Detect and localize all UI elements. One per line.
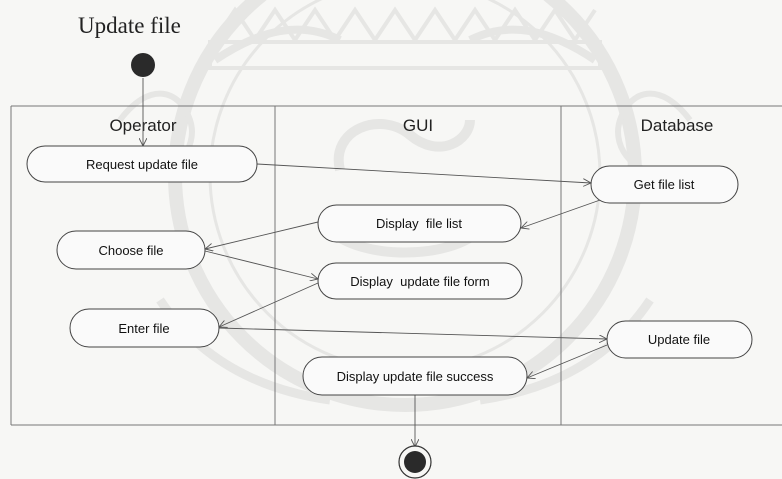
activity-label: Get file list xyxy=(634,177,695,192)
flow-display-list-to-choose xyxy=(205,221,319,249)
activity-label: Choose file xyxy=(98,243,163,258)
activity-choose-file: Choose file xyxy=(56,230,206,270)
flow-display-form-to-enter xyxy=(219,282,319,327)
activity-request-update-file: Request update file xyxy=(26,145,258,183)
flow-enter-to-update xyxy=(218,327,607,339)
diagram-title: Update file xyxy=(78,13,181,38)
activity-enter-file: Enter file xyxy=(69,308,220,348)
activity-get-file-list: Get file list xyxy=(590,165,739,204)
activity-label: Enter file xyxy=(118,321,169,336)
activity-label: Display update file success xyxy=(337,369,494,384)
swimlane-frame xyxy=(10,105,782,426)
lane-label-database: Database xyxy=(641,116,714,135)
activity-label: Request update file xyxy=(86,157,198,172)
activity-display-file-list: Display file list xyxy=(317,204,522,243)
activity-display-update-file-form: Display update file form xyxy=(317,262,523,300)
activity-display-update-file-success: Display update file success xyxy=(302,356,528,396)
control-flows xyxy=(143,78,607,447)
initial-node xyxy=(131,53,155,77)
flow-get-list-to-display-list xyxy=(521,198,604,228)
activity-update-file: Update file xyxy=(606,320,753,359)
activity-label: Update file xyxy=(648,332,710,347)
activity-label: Display update file form xyxy=(350,274,489,289)
activity-label: Display file list xyxy=(376,216,462,231)
flow-choose-to-display-form xyxy=(204,250,318,279)
lane-label-gui: GUI xyxy=(403,116,433,135)
flow-update-to-success xyxy=(527,344,608,378)
flow-request-to-get-list xyxy=(256,163,591,183)
final-node xyxy=(398,445,432,479)
